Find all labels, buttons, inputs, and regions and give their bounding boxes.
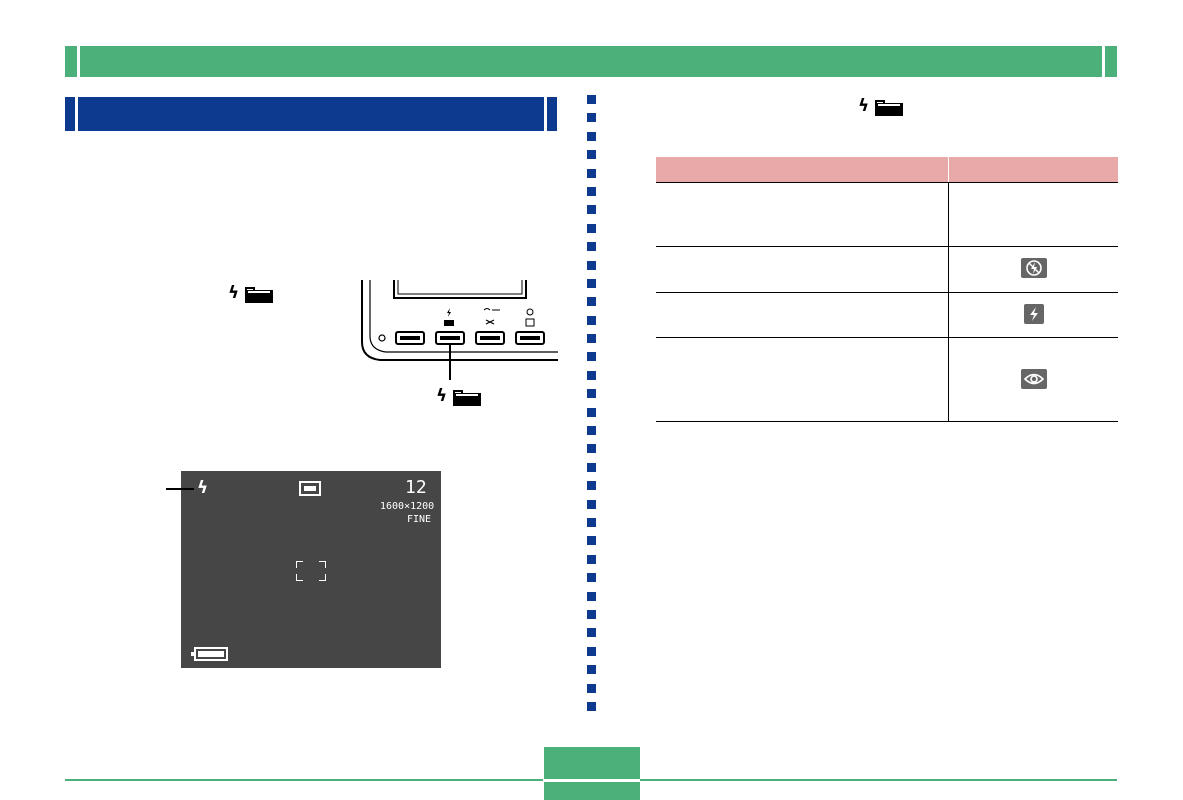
flash-on-icon	[1023, 303, 1044, 324]
red-eye-reduction-icon	[1020, 368, 1047, 389]
table-cell-icon	[948, 292, 1118, 338]
lightning-bolt-icon: ϟ	[436, 386, 448, 406]
column-divider	[587, 95, 596, 720]
table-cell-text	[656, 182, 949, 247]
lcd-record-mode-icon	[299, 481, 321, 496]
lcd-flash-indicator-icon: ϟ	[197, 478, 209, 498]
table-cell-icon	[948, 246, 1118, 293]
header-bar-marker-right	[1102, 46, 1105, 77]
table-row	[656, 182, 1118, 247]
table-row	[656, 337, 1118, 422]
section-bar-marker-left	[75, 97, 78, 131]
table-row	[656, 246, 1118, 293]
flash-mode-table	[656, 157, 1118, 422]
lcd-monitor-screen	[181, 471, 441, 668]
lightning-bolt-icon: ϟ	[858, 96, 870, 116]
step-flash-button-symbol: ϟ	[228, 283, 274, 303]
lcd-shots-remaining: 12	[405, 477, 427, 498]
chapter-header-bar	[65, 46, 1117, 77]
lightning-bolt-icon: ϟ	[228, 283, 240, 303]
lcd-image-quality: FINE	[407, 514, 432, 525]
footer-rule-right	[640, 779, 1117, 781]
table-row	[656, 292, 1118, 338]
lcd-image-size: 1600×1200	[380, 501, 435, 512]
lcd-focus-frame	[296, 561, 326, 581]
flash-off-icon	[1020, 257, 1047, 278]
lcd-battery-icon	[191, 647, 228, 661]
right-flash-button-symbol: ϟ	[858, 96, 904, 116]
folder-icon	[453, 390, 482, 406]
table-cell-icon	[948, 182, 1118, 247]
header-bar-marker-left	[77, 46, 80, 77]
page-number-tab	[544, 747, 640, 800]
table-header-cell	[948, 157, 1118, 183]
section-heading-bar	[65, 97, 557, 131]
section-bar-marker-right	[544, 97, 547, 131]
table-cell-text	[656, 292, 949, 338]
flash-indicator-leader-line	[166, 488, 194, 490]
table-cell-text	[656, 246, 949, 293]
footer-rule-left	[65, 779, 543, 781]
camera-back-illustration	[361, 280, 558, 380]
folder-icon	[245, 287, 274, 303]
folder-icon	[875, 100, 904, 116]
callout-flash-button-symbol: ϟ	[436, 386, 482, 406]
table-cell-text	[656, 337, 949, 422]
table-header-row	[656, 157, 1118, 183]
table-header-cell	[656, 157, 949, 183]
table-cell-icon	[948, 337, 1118, 422]
